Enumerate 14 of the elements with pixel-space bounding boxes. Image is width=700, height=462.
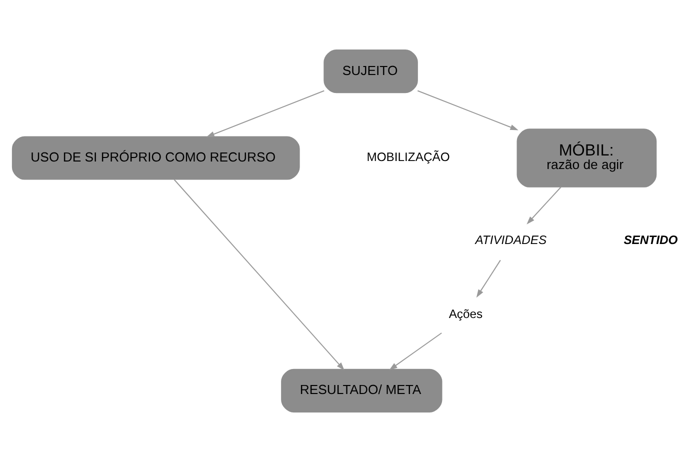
node-box: USO DE SI PRÓPRIO COMO RECURSO bbox=[12, 136, 300, 180]
arrow bbox=[526, 186, 562, 224]
arrow bbox=[206, 90, 324, 138]
arrow bbox=[389, 332, 442, 370]
node-text: ATIVIDADES bbox=[475, 232, 547, 247]
node-box: MÓBIL: razão de agir bbox=[516, 128, 657, 188]
arrow bbox=[417, 90, 518, 130]
label: MOBILIZAÇÃO bbox=[366, 150, 450, 164]
arrow bbox=[476, 260, 501, 298]
node-box: RESULTADO/ META bbox=[281, 368, 442, 412]
node-box: SUJEITO bbox=[324, 50, 418, 94]
arrow bbox=[174, 179, 344, 370]
label: SENTIDO bbox=[624, 232, 678, 247]
node-text: Ações bbox=[448, 306, 483, 321]
